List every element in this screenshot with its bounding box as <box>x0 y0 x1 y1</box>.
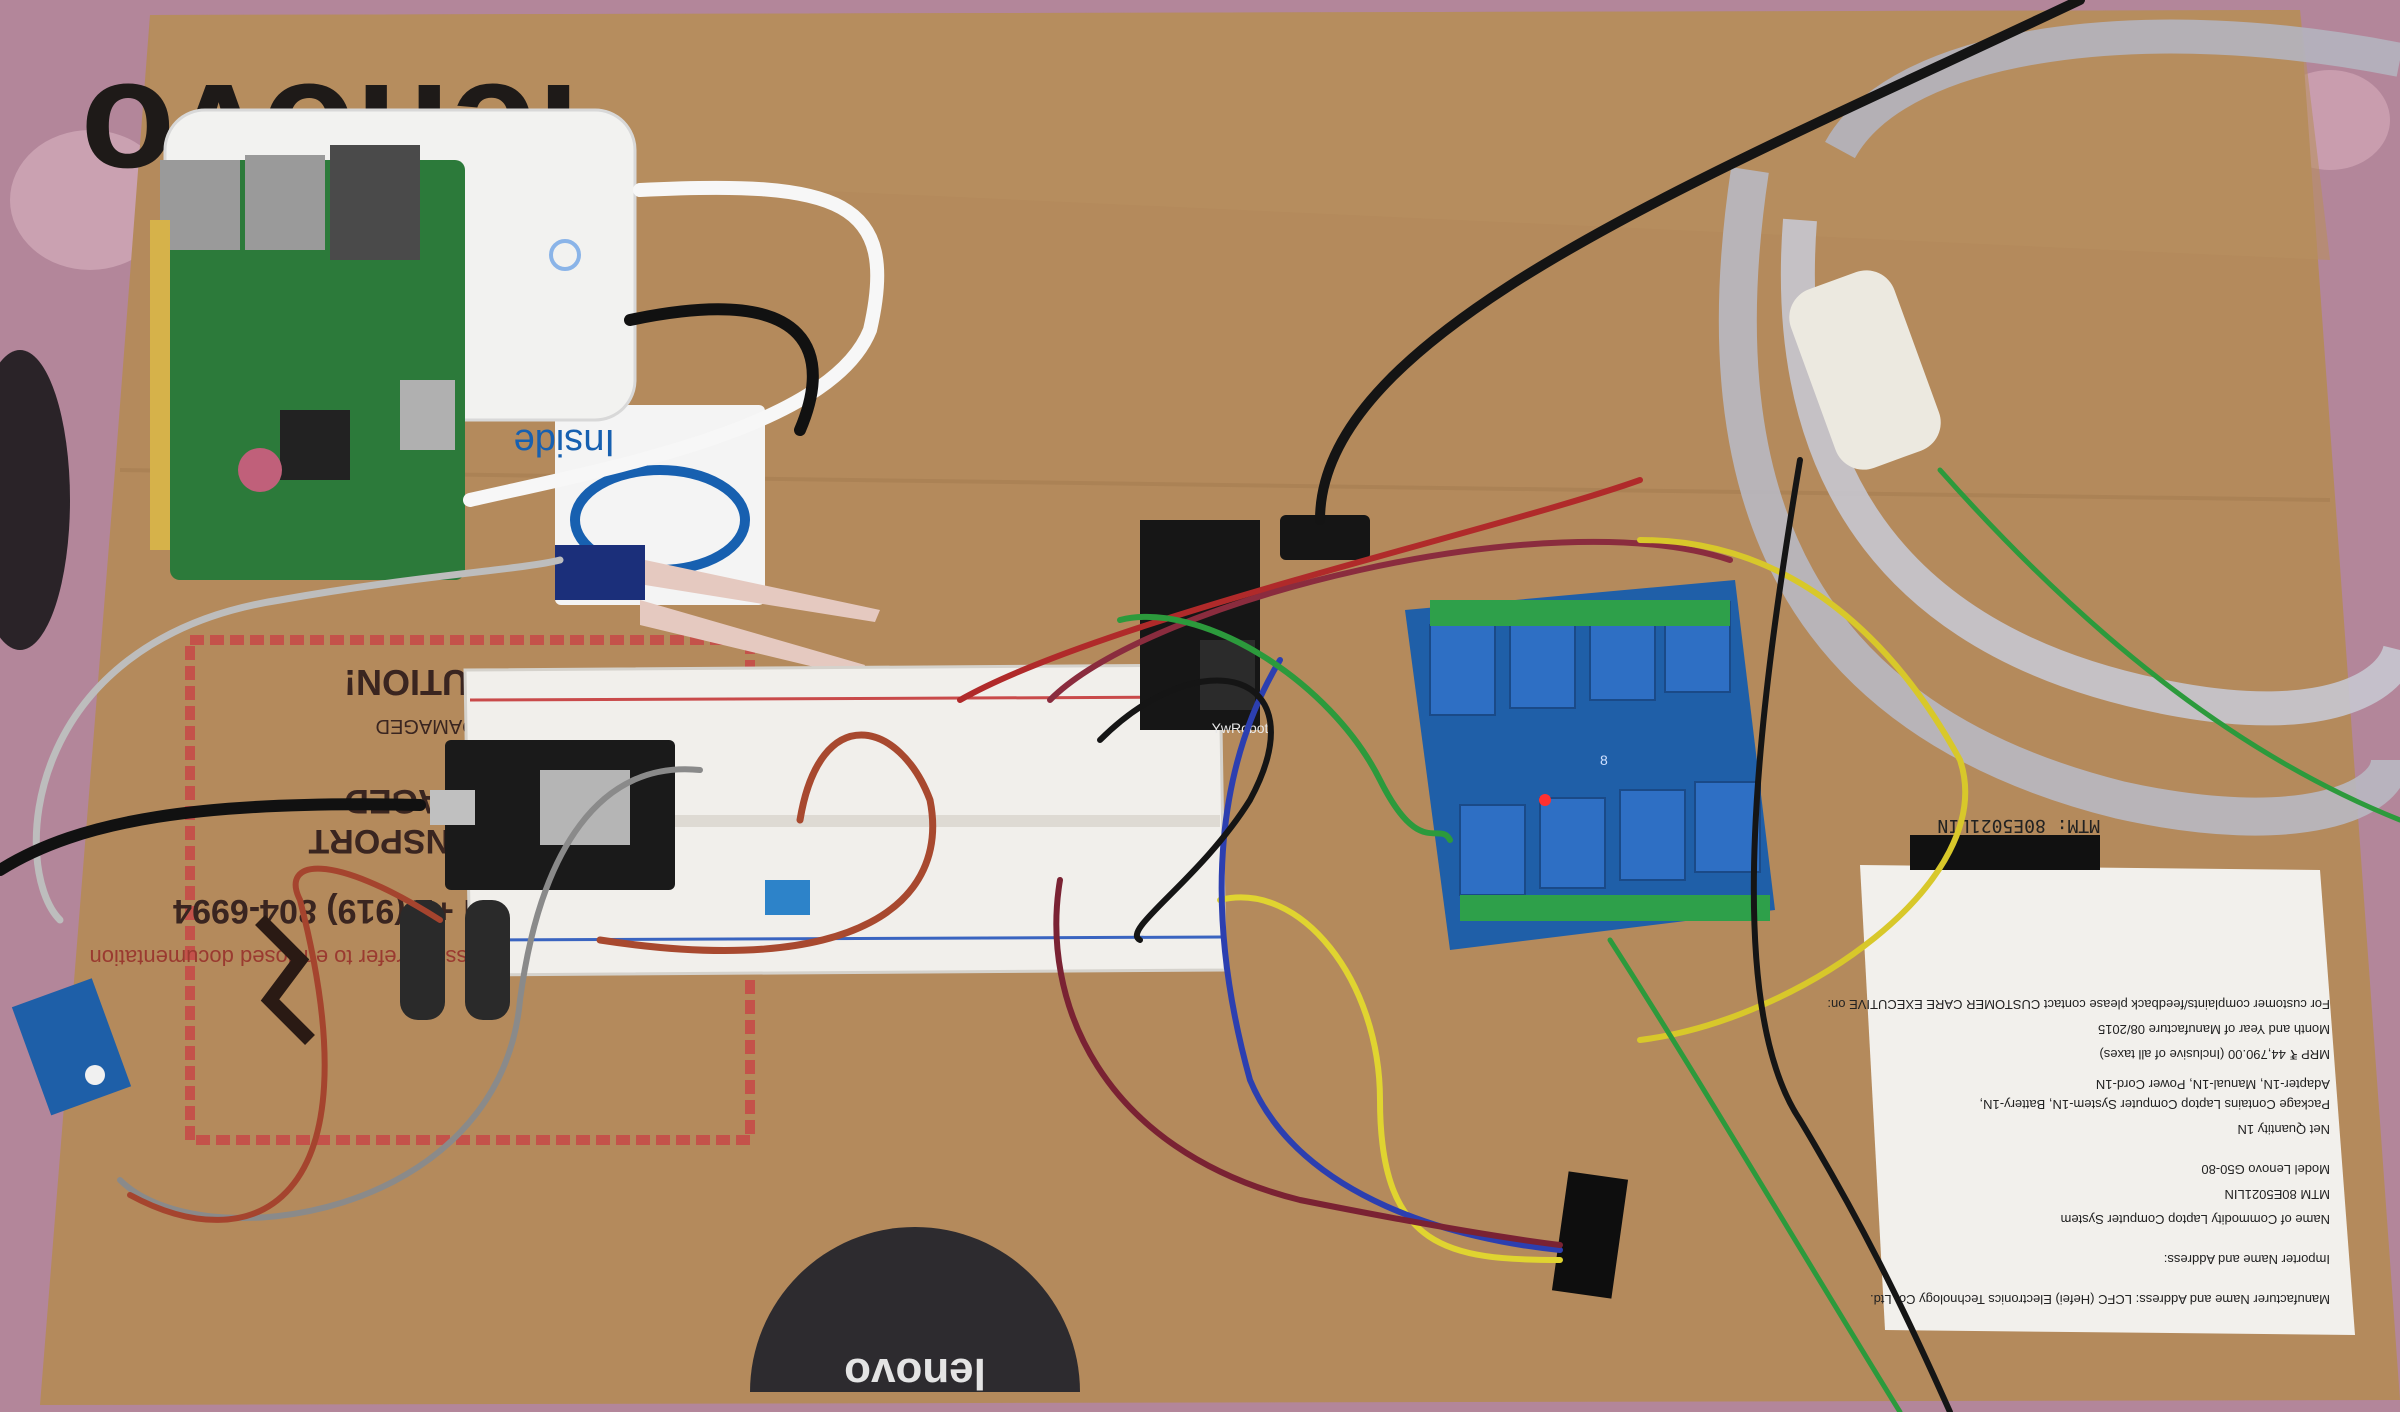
power-button-icon <box>549 239 581 271</box>
jumper-wire <box>127 865 443 1223</box>
jumper-wire <box>1937 467 2400 823</box>
label-line: MTM 80E5021LIN <box>2225 1187 2331 1202</box>
usb-cable <box>0 798 426 876</box>
relay <box>1619 789 1686 881</box>
power-module-label: YwRobot <box>1212 720 1269 736</box>
relay <box>1509 617 1576 709</box>
intel-sticker-text: Inside <box>514 421 615 463</box>
power-cable <box>1315 0 2085 525</box>
fabric-pattern <box>10 130 170 270</box>
label-line: Manufacturer Name and Address: LCFC (Hef… <box>1870 1292 2330 1307</box>
battery <box>465 900 510 1020</box>
silicone-tube <box>1780 218 2400 726</box>
label-line: Month and Year of Manufacture 08/2015 <box>2098 1022 2330 1037</box>
jumper-wire <box>1097 677 1274 943</box>
lenovo-sticker <box>750 1227 1080 1392</box>
usb-port <box>160 160 240 250</box>
fragile-glass-icon <box>255 915 315 1045</box>
power-module-jack <box>1200 640 1255 710</box>
label-line: MRP ₹ 44,790.00 (Inclusive of all taxes) <box>2099 1047 2330 1062</box>
label-line: Package Contains Laptop Computer System-… <box>1980 1097 2330 1112</box>
cardboard-shade <box>150 10 2330 260</box>
jumper-wire <box>1750 457 1953 1412</box>
esp-module <box>540 770 630 845</box>
label-line: Importer Name and Address: <box>2164 1252 2330 1267</box>
power-rail <box>469 695 1221 702</box>
battery <box>400 900 445 1020</box>
product-label <box>1860 865 2355 1335</box>
ethernet-port <box>330 145 420 260</box>
relay <box>1459 804 1526 896</box>
label-line: Model Lenovo G50-80 <box>2201 1162 2330 1177</box>
label-mtm: MTM: 80E5021LIN <box>1937 815 2100 836</box>
dc-barrel-plug <box>1280 515 1370 560</box>
rain-sensor <box>1551 1171 1629 1299</box>
soil-probe-prong <box>645 560 880 622</box>
relay <box>1694 781 1761 873</box>
jumper-wire <box>957 477 1643 703</box>
jumper-wire <box>1047 538 1733 703</box>
temperature-sensor <box>765 880 810 915</box>
relay-count: 8 <box>1600 752 1608 768</box>
jumper-wire <box>1217 894 1563 1263</box>
label-line: Name of Commodity Laptop Computer System <box>2061 1212 2331 1227</box>
dark-object <box>0 350 70 650</box>
label-line: For customer complaints/feedback please … <box>1827 997 2330 1012</box>
silicone-tube <box>1825 19 2400 159</box>
jumper-wire <box>1607 937 1903 1412</box>
soil-probe-prong <box>640 600 865 678</box>
micro-usb-port <box>430 790 475 825</box>
usb-cable <box>463 180 885 507</box>
warning-phone: call +1 (919) 804-6994 <box>173 892 520 930</box>
soil-sensor-module <box>555 545 645 600</box>
sensor-pot-icon <box>85 1065 105 1085</box>
label-line: Net Quantity 1N <box>2238 1122 2331 1137</box>
jumper-wire <box>1053 877 1563 1248</box>
silicone-tube <box>1718 167 2400 836</box>
pi-chip <box>280 410 350 480</box>
usb-port <box>245 155 325 250</box>
relay-led-icon <box>1539 794 1551 806</box>
relay <box>1429 624 1496 716</box>
raspberry-logo-icon <box>238 448 282 492</box>
water-pump <box>1789 270 1941 470</box>
gpio-header <box>150 220 170 550</box>
relay <box>1539 797 1606 889</box>
usb-cable <box>624 303 819 436</box>
terminal-block <box>1430 600 1730 626</box>
label-line: Adapter-1N, Manual-1N, Power Cord-1N <box>2096 1077 2330 1092</box>
jumper-wire <box>596 731 937 955</box>
box-brand-bottom: lenovo <box>844 1349 986 1398</box>
jumper-wire <box>1117 613 1453 843</box>
terminal-block <box>1460 895 1770 921</box>
hdmi-port <box>400 380 455 450</box>
